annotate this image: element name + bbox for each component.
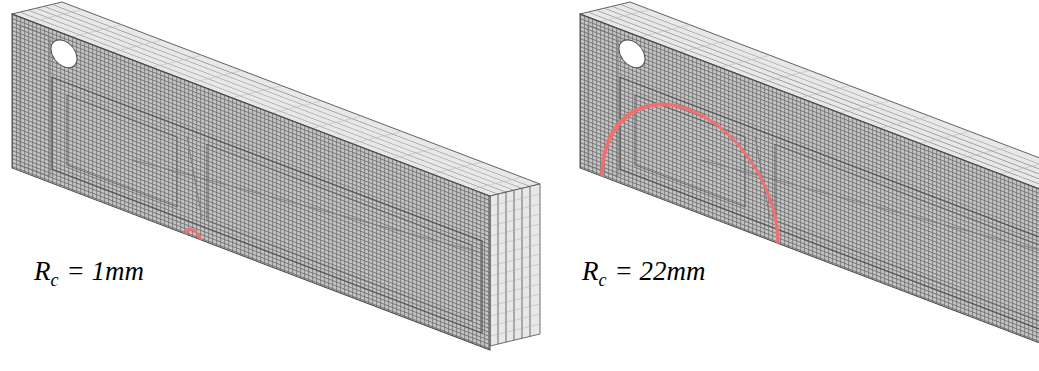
label-text: = 1mm	[67, 256, 144, 286]
crack-arc	[186, 227, 200, 239]
subscript: c	[599, 270, 607, 290]
mesh-block	[580, 2, 1039, 350]
crack-arc	[602, 76, 778, 243]
radius-label: Rc = 1mm	[34, 258, 144, 289]
subscript: c	[51, 270, 59, 290]
label-text: R	[582, 256, 599, 286]
label-text: R	[34, 256, 51, 286]
label-text: = 22mm	[615, 256, 706, 286]
mesh-block	[12, 2, 540, 350]
radius-label: Rc = 22mm	[582, 258, 705, 289]
